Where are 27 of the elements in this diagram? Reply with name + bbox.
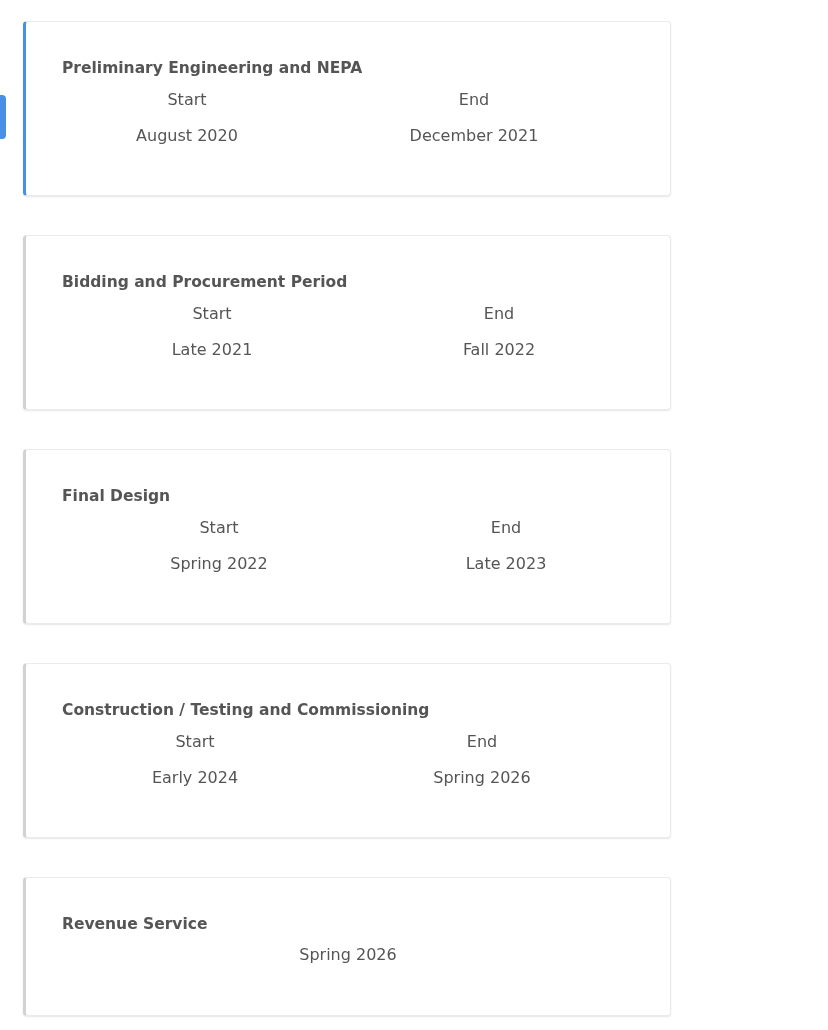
phase-card [23, 449, 671, 624]
column-header: End [458, 90, 490, 110]
date-text: Late 2021 [171, 340, 253, 360]
phase-title: Bidding and Procurement Period [62, 272, 348, 292]
date-text: Late 2023 [465, 554, 547, 574]
date-text: Early 2024 [151, 768, 239, 788]
phase-title: Preliminary Engineering and NEPA [62, 58, 363, 78]
date-text: August 2020 [136, 126, 238, 146]
date-text: Spring 2026 [299, 945, 397, 965]
column-header: Start [167, 90, 207, 110]
phase-title: Construction / Testing and Commissioning [62, 700, 430, 720]
column-header: Start [199, 518, 239, 538]
column-header: Start [175, 732, 215, 752]
phase-card [23, 235, 671, 410]
date-text: Spring 2022 [170, 554, 268, 574]
date-text: Spring 2026 [433, 768, 531, 788]
column-header: End [466, 732, 498, 752]
phase-card [23, 663, 671, 838]
phase-title: Revenue Service [62, 914, 208, 934]
column-header: End [483, 304, 515, 324]
phase-title: Final Design [62, 486, 171, 506]
column-header: End [490, 518, 522, 538]
phase-card [23, 877, 671, 1016]
date-text: Fall 2022 [462, 340, 536, 360]
phase-card [23, 21, 671, 196]
date-text: December 2021 [409, 126, 539, 146]
column-header: Start [192, 304, 232, 324]
